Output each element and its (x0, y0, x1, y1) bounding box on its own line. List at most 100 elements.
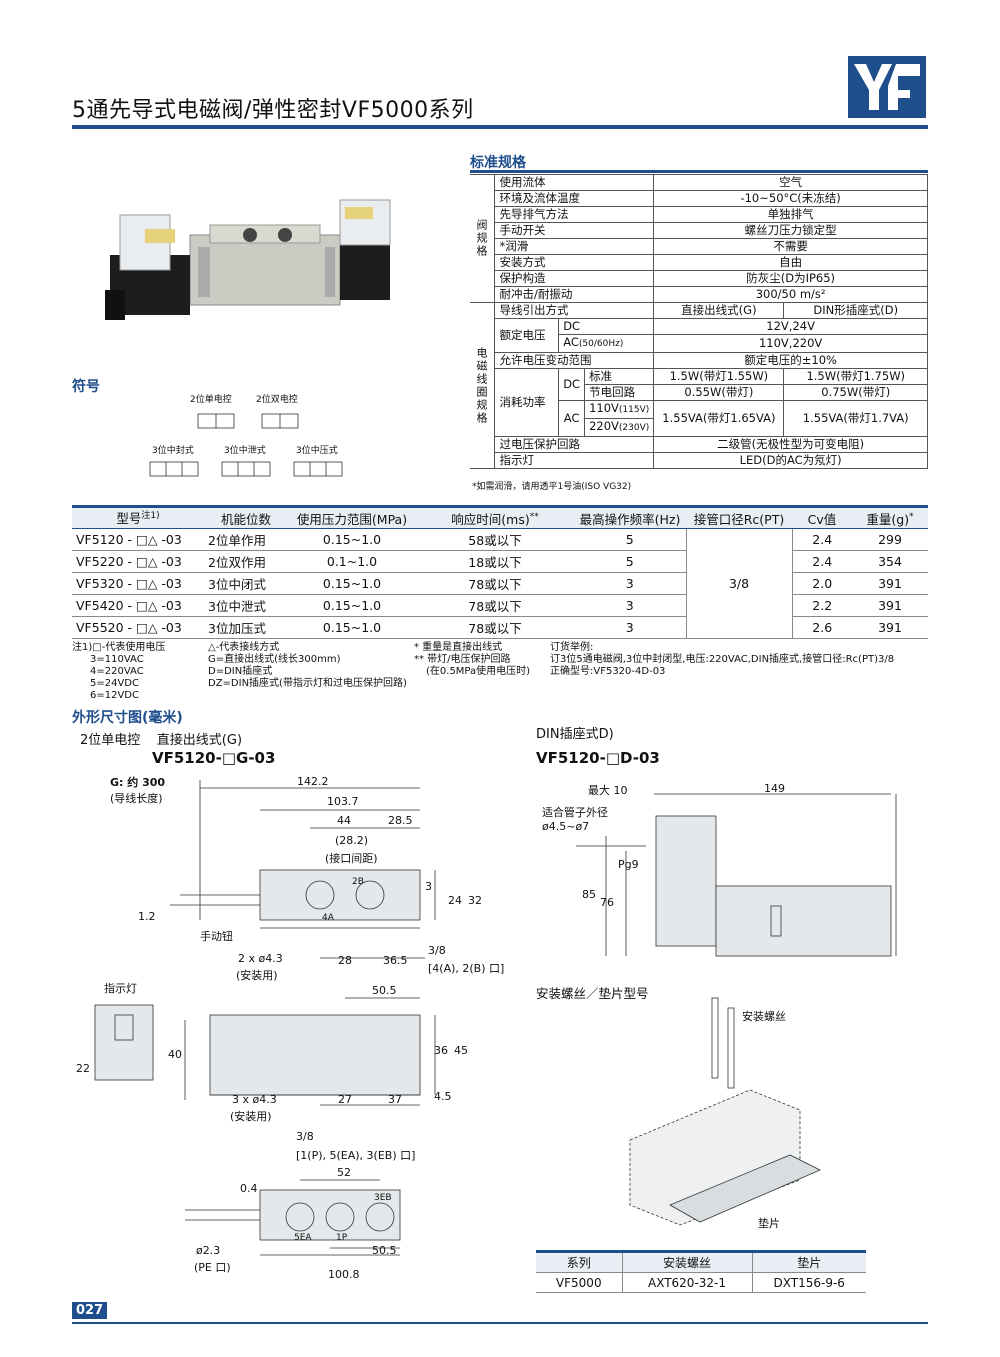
note-line: 4=220VAC (90, 666, 144, 677)
spec-label: 耐冲击/耐振动 (494, 286, 655, 303)
spec-value: 300/50 m/s² (653, 286, 928, 303)
screw-heading: 安装螺丝／垫片型号 (536, 986, 649, 1001)
dim-label: 50.5 (372, 984, 397, 997)
note-wiring: △-代表接线方式 G=直接出线式(线长300mm) D=DIN插座式 DZ=DI… (208, 642, 418, 690)
weight-cell: 391 (852, 594, 928, 617)
col-header: 型号 (116, 511, 142, 527)
dimension-drawing-d: 最大 10 149 适合管子外径 ø4.5~ø7 Pg9 85 76 (536, 776, 928, 976)
col-header: 机能位数 (204, 505, 288, 529)
spec-label: 允许电压变动范围 (494, 352, 655, 369)
spec-value: 1.5W(带灯1.75W) (783, 368, 928, 385)
dim-label: 0.4 (240, 1182, 258, 1195)
dim-label: 100.8 (328, 1268, 360, 1281)
spec-sub-label: DC (558, 368, 586, 401)
port-size-label: 3/8 (296, 1130, 314, 1143)
dim-label: 37 (388, 1093, 402, 1106)
symbols-heading: 符号 (72, 379, 100, 395)
spec-value: 直接出线式(G) (653, 302, 785, 319)
dim-label: 36.5 (383, 954, 408, 967)
spec-label: 导线引出方式 (494, 302, 655, 319)
screw-exploded-diagram: 安装螺丝 垫片 (600, 990, 840, 1230)
lead-length-label: G: 约 300 (110, 776, 166, 789)
col-header: 系列 (536, 1250, 622, 1273)
spec-value: 自由 (653, 254, 928, 271)
spec-value: 12V,24V (653, 318, 928, 335)
dim-label: 32 (468, 894, 482, 907)
port-size-cell: 3/8 (685, 528, 793, 639)
spec-value: 110V,220V (653, 334, 928, 353)
note-line: 3=110VAC (90, 654, 144, 665)
dim-label: 52 (337, 1166, 351, 1179)
note-voltage: 注1)□-代表使用电压 3=110VAC 4=220VAC 5=24VDC 6=… (72, 642, 212, 702)
symbol-label-3: 3位中封式 (152, 446, 194, 456)
dim-label: 1.2 (138, 910, 156, 923)
screw-cell: AXT620-32-1 (621, 1272, 752, 1293)
models-table: 型号注1) 机能位数 使用压力范围(MPa) 响应时间(ms)** 最高操作频率… (72, 505, 928, 639)
spec-note: *如需润滑，请用透平1号油(ISO VG32) (472, 482, 632, 492)
col-header: Cv值 (792, 505, 852, 529)
spec-value: 1.55VA(带灯1.65VA) (653, 400, 785, 437)
dims-right-model: VF5120-□D-03 (536, 749, 660, 767)
spec-value: 单独排气 (653, 206, 928, 223)
spec-sub-label: AC (558, 400, 586, 437)
note-line: 注1)□-代表使用电压 (72, 642, 166, 653)
pressure-cell: 0.15~1.0 (288, 616, 416, 639)
model-cell: VF5420 - □△ -03 (72, 594, 204, 617)
dim-label: 最大 10 (588, 784, 628, 797)
weight-cell: 299 (852, 528, 928, 551)
note-line: 订3位5通电磁阀,3位中封闭型,电压:220VAC,DIN插座式,接管口径:Rc… (550, 654, 895, 665)
dim-label: 50.5 (372, 1244, 397, 1257)
col-header-note: ** (529, 511, 539, 522)
table-row: VF5220 - □△ -03 2位双作用 0.1~1.0 18或以下 5 2.… (72, 550, 928, 573)
dim-label: 24 (448, 894, 462, 907)
product-photo (100, 185, 395, 335)
pressure-cell: 0.15~1.0 (288, 528, 416, 551)
spec-sub-label: 110V (589, 401, 619, 415)
spec-table: 阀规格 使用流体 空气 环境及流体温度-10~50°C(未冻结) 先导排气方法单… (470, 174, 928, 469)
dims-heading: 外形尺寸图(毫米) (72, 710, 183, 726)
port-label: 1P (336, 1233, 348, 1243)
spec-sub-note: (50/60Hz) (578, 339, 624, 349)
response-cell: 58或以下 (416, 528, 574, 551)
pad-cell: DXT156-9-6 (751, 1272, 866, 1293)
dim-label: 45 (454, 1044, 468, 1057)
spec-value: -10~50°C(未冻结) (653, 190, 928, 207)
symbol-label-2: 2位双电控 (256, 395, 298, 405)
spec-group-valve: 阀规格 (475, 219, 488, 258)
spec-label: 安装方式 (494, 254, 655, 271)
model-cell: VF5120 - □△ -03 (72, 528, 204, 551)
spec-sub-note: (115V) (618, 405, 650, 415)
function-cell: 3位加压式 (204, 616, 288, 639)
spec-value: 防灰尘(D为IP65) (653, 270, 928, 287)
hole-label: 2 x ø4.3 (238, 952, 283, 965)
spec-label: 手动开关 (494, 222, 655, 239)
response-cell: 78或以下 (416, 616, 574, 639)
col-header: 安装螺丝 (621, 1250, 752, 1273)
cv-cell: 2.6 (792, 616, 852, 639)
col-header: 使用压力范围(MPa) (288, 505, 416, 529)
spec-label: 保护构造 (494, 270, 655, 287)
fit-label: 适合管子外径 (542, 806, 608, 819)
pressure-cell: 0.15~1.0 (288, 572, 416, 595)
dim-label: 22 (76, 1062, 90, 1075)
indicator-label: 指示灯 (104, 982, 137, 995)
pg-label: Pg9 (618, 858, 639, 871)
note-line: ** 带灯/电压保护回路 (414, 654, 511, 665)
dim-label: 85 (582, 888, 596, 901)
response-cell: 78或以下 (416, 594, 574, 617)
screw-label: 安装螺丝 (742, 1010, 786, 1023)
lead-length-sub: (导线长度) (110, 792, 163, 805)
spec-value: DIN形插座式(D) (783, 302, 928, 319)
weight-cell: 391 (852, 616, 928, 639)
note-line: 5=24VDC (90, 678, 139, 689)
col-header: 响应时间(ms) (451, 511, 530, 527)
symbol-label-4: 3位中泄式 (224, 446, 266, 456)
spec-label: 环境及流体温度 (494, 190, 655, 207)
spec-label: 过电压保护回路 (494, 436, 655, 453)
port-label: 4A (322, 913, 334, 923)
spec-value: 1.55VA(带灯1.7VA) (783, 400, 928, 437)
note-weight: * 重量是直接出线式 ** 带灯/电压保护回路 (在0.5MPa使用电压时) (414, 642, 554, 678)
page-title: 5通先导式电磁阀/弹性密封VF5000系列 (72, 98, 474, 123)
function-cell: 2位双作用 (204, 550, 288, 573)
brand-logo (848, 56, 926, 118)
